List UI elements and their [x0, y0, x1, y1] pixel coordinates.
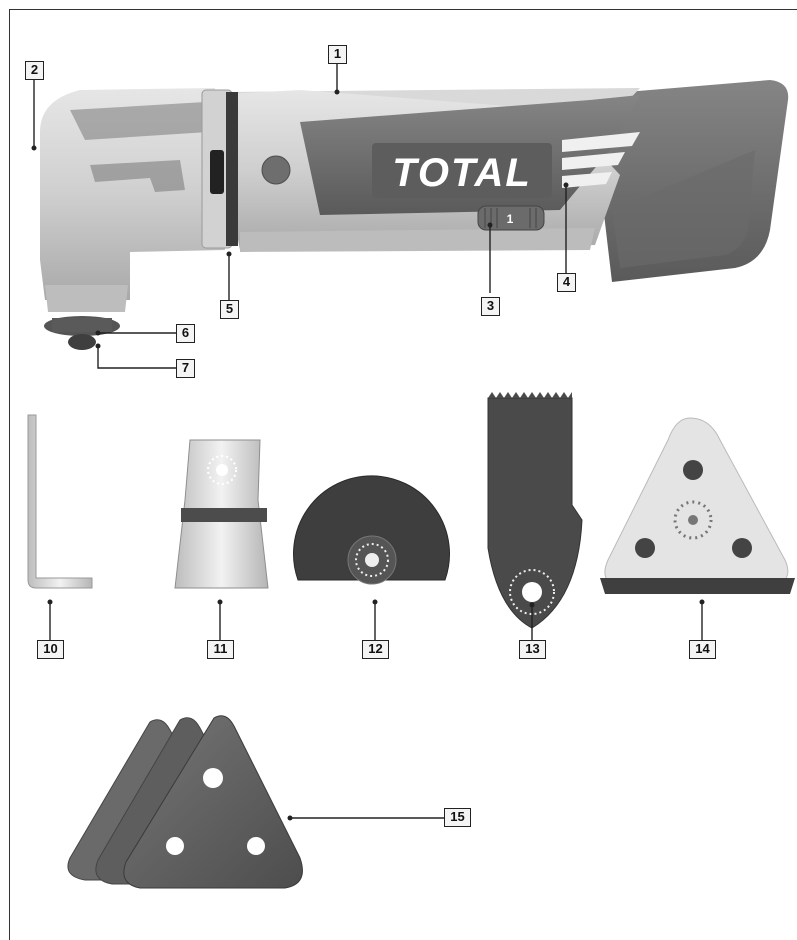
- clamping-screw: [68, 334, 96, 350]
- brand-logo: TOTAL: [392, 151, 532, 195]
- callout-1: 1: [328, 45, 347, 64]
- page-frame: [9, 9, 797, 940]
- callout-6: 6: [176, 324, 195, 343]
- air-vents: [562, 132, 640, 188]
- callout-3: 3: [481, 297, 500, 316]
- sandpaper-sheets: [67, 715, 303, 889]
- callout-4: 4: [557, 273, 576, 292]
- gear-head: [40, 88, 225, 300]
- scraper-blade: [174, 439, 269, 589]
- callout-15: 15: [444, 808, 471, 827]
- dial-setting: 1: [507, 212, 514, 226]
- segment-saw-blade: [293, 475, 450, 585]
- release-lever: [210, 150, 224, 194]
- sanding-pad: [600, 417, 795, 594]
- callout-7: 7: [176, 359, 195, 378]
- callout-2: 2: [25, 61, 44, 80]
- multi-tool: [40, 80, 789, 350]
- leader-lines: [31, 64, 705, 821]
- callout-14: 14: [689, 640, 716, 659]
- callout-12: 12: [362, 640, 389, 659]
- callout-10: 10: [37, 640, 64, 659]
- plunge-cut-blade: [487, 392, 583, 629]
- speed-dial[interactable]: [477, 205, 545, 231]
- callout-13: 13: [519, 640, 546, 659]
- callout-11: 11: [207, 640, 234, 659]
- callout-5: 5: [220, 300, 239, 319]
- hex-key: [27, 414, 93, 589]
